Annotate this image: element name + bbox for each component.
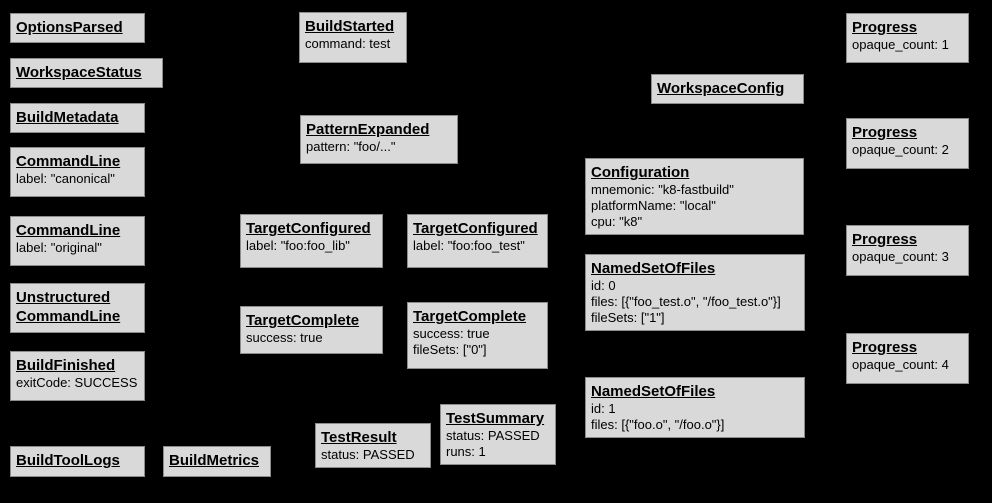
node-title: Progress xyxy=(852,124,918,141)
node-title: BuildMetadata xyxy=(16,109,119,126)
node-title: TestSummary xyxy=(446,410,545,427)
node-title: PatternExpanded xyxy=(306,121,430,138)
node-field: command: test xyxy=(305,36,391,51)
node-title: WorkspaceStatus xyxy=(16,64,142,81)
node-progress-4: Progress opaque_count: 4 xyxy=(846,333,969,384)
node-title: NamedSetOfFiles xyxy=(591,383,716,400)
node-field: opaque_count: 4 xyxy=(852,357,949,372)
node-field: success: true xyxy=(246,330,323,345)
node-title: WorkspaceConfig xyxy=(657,80,785,97)
node-field: mnemonic: "k8-fastbuild" xyxy=(591,182,734,197)
node-title: Progress xyxy=(852,231,918,248)
node-workspace-config: WorkspaceConfig xyxy=(651,74,804,104)
node-build-metrics: BuildMetrics xyxy=(163,446,271,477)
node-target-configured-foo-test: TargetConfigured label: "foo:foo_test" xyxy=(407,214,548,268)
node-field: id: 1 xyxy=(591,401,616,416)
node-build-finished: BuildFinished exitCode: SUCCESS xyxy=(10,351,145,401)
node-field: exitCode: SUCCESS xyxy=(16,375,138,390)
node-field: label: "canonical" xyxy=(16,171,115,186)
node-field: platformName: "local" xyxy=(591,198,716,213)
node-build-started: BuildStarted command: test xyxy=(299,12,407,63)
node-field: success: true xyxy=(413,326,490,341)
node-title: BuildToolLogs xyxy=(16,452,120,469)
node-title: Progress xyxy=(852,19,918,36)
node-pattern-expanded: PatternExpanded pattern: "foo/..." xyxy=(300,115,458,164)
node-title: BuildMetrics xyxy=(169,452,260,469)
node-title: CommandLine xyxy=(16,153,121,170)
node-unstructured-command-line: Unstructured CommandLine xyxy=(10,283,145,333)
node-title: TargetConfigured xyxy=(413,220,538,237)
node-title: Unstructured CommandLine xyxy=(16,289,121,325)
node-field: opaque_count: 2 xyxy=(852,142,949,157)
node-command-line-canonical: CommandLine label: "canonical" xyxy=(10,147,145,197)
node-field: fileSets: ["1"] xyxy=(591,310,665,325)
node-progress-2: Progress opaque_count: 2 xyxy=(846,118,969,169)
node-title: TargetComplete xyxy=(246,312,360,329)
node-target-complete-foo-lib: TargetComplete success: true xyxy=(240,306,383,354)
node-workspace-status: WorkspaceStatus xyxy=(10,58,163,88)
node-field: opaque_count: 1 xyxy=(852,37,949,52)
node-title: OptionsParsed xyxy=(16,19,123,36)
node-field: opaque_count: 3 xyxy=(852,249,949,264)
node-title: BuildFinished xyxy=(16,357,116,374)
node-command-line-original: CommandLine label: "original" xyxy=(10,216,145,266)
node-title: TestResult xyxy=(321,429,397,446)
node-target-complete-foo-test: TargetComplete success: true fileSets: [… xyxy=(407,302,548,369)
node-title: BuildStarted xyxy=(305,18,395,35)
node-field: files: [{"foo_test.o", "/foo_test.o"}] xyxy=(591,294,781,309)
node-progress-3: Progress opaque_count: 3 xyxy=(846,225,969,276)
node-title: Progress xyxy=(852,339,918,356)
node-field: fileSets: ["0"] xyxy=(413,342,487,357)
node-title: TargetComplete xyxy=(413,308,527,325)
node-title: Configuration xyxy=(591,164,690,181)
node-test-result: TestResult status: PASSED xyxy=(315,423,431,468)
node-title: NamedSetOfFiles xyxy=(591,260,716,277)
node-named-set-of-files-1: NamedSetOfFiles id: 1 files: [{"foo.o", … xyxy=(585,377,805,438)
node-field: files: [{"foo.o", "/foo.o"}] xyxy=(591,417,725,432)
node-field: label: "original" xyxy=(16,240,102,255)
node-progress-1: Progress opaque_count: 1 xyxy=(846,13,969,63)
node-field: label: "foo:foo_lib" xyxy=(246,238,350,253)
node-field: id: 0 xyxy=(591,278,616,293)
node-named-set-of-files-0: NamedSetOfFiles id: 0 files: [{"foo_test… xyxy=(585,254,805,331)
node-test-summary: TestSummary status: PASSED runs: 1 xyxy=(440,404,556,465)
node-options-parsed: OptionsParsed xyxy=(10,13,145,43)
node-build-metadata: BuildMetadata xyxy=(10,103,145,133)
node-field: status: PASSED xyxy=(321,447,415,462)
node-title: TargetConfigured xyxy=(246,220,371,237)
node-field: pattern: "foo/..." xyxy=(306,139,396,154)
node-field: cpu: "k8" xyxy=(591,214,643,229)
node-field: status: PASSED xyxy=(446,428,540,443)
node-field: label: "foo:foo_test" xyxy=(413,238,525,253)
node-configuration: Configuration mnemonic: "k8-fastbuild" p… xyxy=(585,158,804,235)
node-title: CommandLine xyxy=(16,222,121,239)
node-build-tool-logs: BuildToolLogs xyxy=(10,446,145,477)
node-field: runs: 1 xyxy=(446,444,486,459)
node-target-configured-foo-lib: TargetConfigured label: "foo:foo_lib" xyxy=(240,214,383,268)
